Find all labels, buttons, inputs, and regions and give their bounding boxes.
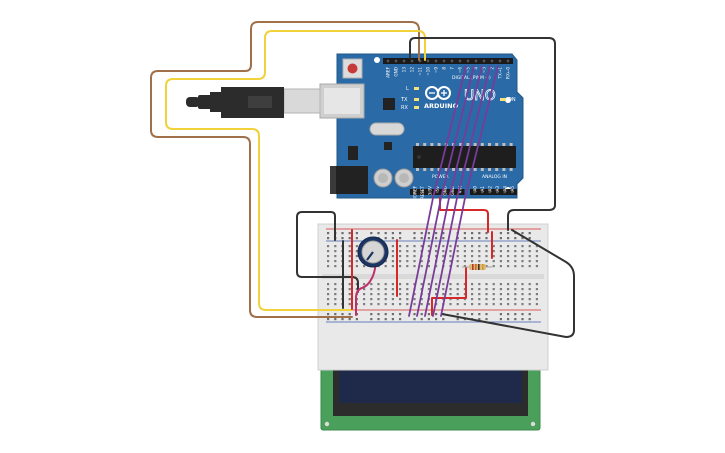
pin-label: ~6 xyxy=(458,67,463,74)
wire-gnd-arduino xyxy=(409,37,556,231)
led-l-label: L xyxy=(406,86,409,92)
pin-label: GND xyxy=(394,67,399,77)
pin-label: 2 xyxy=(490,67,495,70)
usb-cable-icon xyxy=(186,87,321,118)
arduino-logo-icon xyxy=(425,86,451,100)
wire-gnd-rail xyxy=(441,229,575,338)
wire-data-purple-5 xyxy=(440,65,499,317)
wire-data-purple-4 xyxy=(432,65,491,317)
pin-label: 3.3V xyxy=(427,186,432,196)
wire-data-purple-1 xyxy=(408,65,467,317)
arduino-logo-text: ARDUINO xyxy=(424,102,459,110)
pin-label: A5 xyxy=(510,186,515,192)
pin-label: 5V xyxy=(435,186,440,192)
microcontroller-chip xyxy=(413,146,516,168)
power-jack-icon xyxy=(330,166,368,194)
potentiometer-icon[interactable] xyxy=(357,236,389,268)
wire-contrast-pink xyxy=(355,255,377,316)
led-tx-label: TX xyxy=(400,97,408,103)
analog-header-label: ANALOG IN xyxy=(482,174,507,180)
pin-label: ~10 xyxy=(426,67,431,76)
wire-5v-red xyxy=(439,197,489,233)
pin-label: GND xyxy=(442,186,447,196)
pin-label: 4 xyxy=(474,67,479,70)
wire-data-purple-2 xyxy=(416,65,475,317)
pin-label: A0 xyxy=(472,186,477,192)
wire-red-led xyxy=(431,267,467,316)
on-led-label: ON xyxy=(508,97,516,103)
pin-label: RX←0 xyxy=(506,67,511,79)
pin-label: 8 xyxy=(442,67,447,70)
pin-label: ~9 xyxy=(434,67,439,74)
resistor-icon xyxy=(462,264,492,270)
pin-label: A1 xyxy=(480,186,485,192)
usb-wire-yellow xyxy=(165,30,426,311)
pin-label: RESET xyxy=(420,186,425,200)
power-pin-header[interactable] xyxy=(410,189,465,195)
pin-label: ~5 xyxy=(466,67,471,74)
arduino-board[interactable]: L TX RX ON ARDUINO UNO DIGITAL (PWM ~) P… xyxy=(319,53,524,200)
uno-model-text: UNO xyxy=(464,88,496,104)
wire-pot-gnd xyxy=(296,211,359,293)
usb-wire-brown xyxy=(150,21,420,318)
pin-label: 7 xyxy=(450,67,455,70)
pin-label: GND xyxy=(450,186,455,196)
analog-pin-header[interactable] xyxy=(470,189,517,195)
wires xyxy=(150,21,575,338)
power-header-label: POWER xyxy=(432,174,449,180)
pin-label: TX→1 xyxy=(498,67,503,80)
digital-pin-header[interactable] xyxy=(383,58,513,64)
pin-label: ~11 xyxy=(418,67,423,76)
pin-label: A3 xyxy=(495,186,500,192)
pin-label: ~3 xyxy=(482,67,487,74)
pin-label: 13 xyxy=(402,67,407,73)
pin-label: A2 xyxy=(487,186,492,192)
pin-label: 12 xyxy=(410,67,415,73)
pin-label: IOREF xyxy=(412,185,417,198)
breadboard[interactable] xyxy=(317,223,549,371)
wire-data-purple-3 xyxy=(424,65,483,317)
pin-label: AREF xyxy=(386,66,391,77)
led-rx-label: RX xyxy=(401,105,408,111)
pin-label: A4 xyxy=(502,186,507,192)
